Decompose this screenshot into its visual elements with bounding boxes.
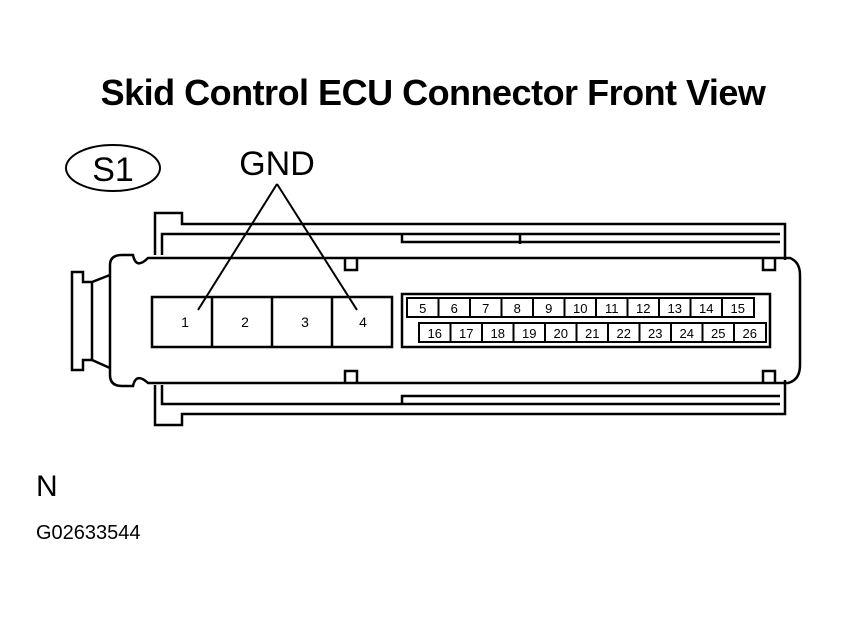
pin-label-22: 22 [617,326,631,341]
connector-housing [70,211,802,427]
pin-label-1: 1 [181,314,189,330]
pin-label-23: 23 [648,326,662,341]
pin-label-16: 16 [428,326,442,341]
pin-label-11: 11 [605,301,619,316]
pin-label-3: 3 [301,314,309,330]
diagram-title: Skid Control ECU Connector Front View [100,72,766,113]
connector-id-label: S1 [92,151,134,189]
pin-label-14: 14 [699,301,713,316]
small-pin-block: 5 6 7 8 9 10 11 12 13 14 15 16 17 18 19 20 21 22 23 24 25 26 [400,292,772,349]
pin-label-7: 7 [482,301,489,316]
pin-label-21: 21 [585,326,599,341]
large-pin-block: 1 2 3 4 [150,295,394,349]
pin-label-20: 20 [554,326,568,341]
pin-label-17: 17 [459,326,473,341]
pin-label-19: 19 [522,326,536,341]
orientation-mark: N [36,470,58,503]
pin-label-2: 2 [241,314,249,330]
pin-label-15: 15 [731,301,745,316]
pin-label-4: 4 [359,314,367,330]
pin-label-26: 26 [743,326,757,341]
small-pin-frame [400,292,772,349]
pin-label-24: 24 [680,326,694,341]
gnd-leader-line-left [197,183,278,311]
pin-label-9: 9 [545,301,552,316]
pin-label-8: 8 [514,301,521,316]
figure-code: G02633544 [36,522,141,544]
pin-label-25: 25 [711,326,725,341]
gnd-callout-label: GND [239,145,315,183]
pin-label-5: 5 [419,301,426,316]
pin-label-10: 10 [573,301,587,316]
pin-label-18: 18 [491,326,505,341]
pin-label-13: 13 [668,301,682,316]
connector-id-ellipse [65,144,161,192]
small-pin-row-bottom [418,322,767,343]
pin-label-12: 12 [636,301,650,316]
gnd-leader-line-right [276,183,358,311]
pin-label-6: 6 [451,301,458,316]
small-pin-row-top [406,297,755,318]
